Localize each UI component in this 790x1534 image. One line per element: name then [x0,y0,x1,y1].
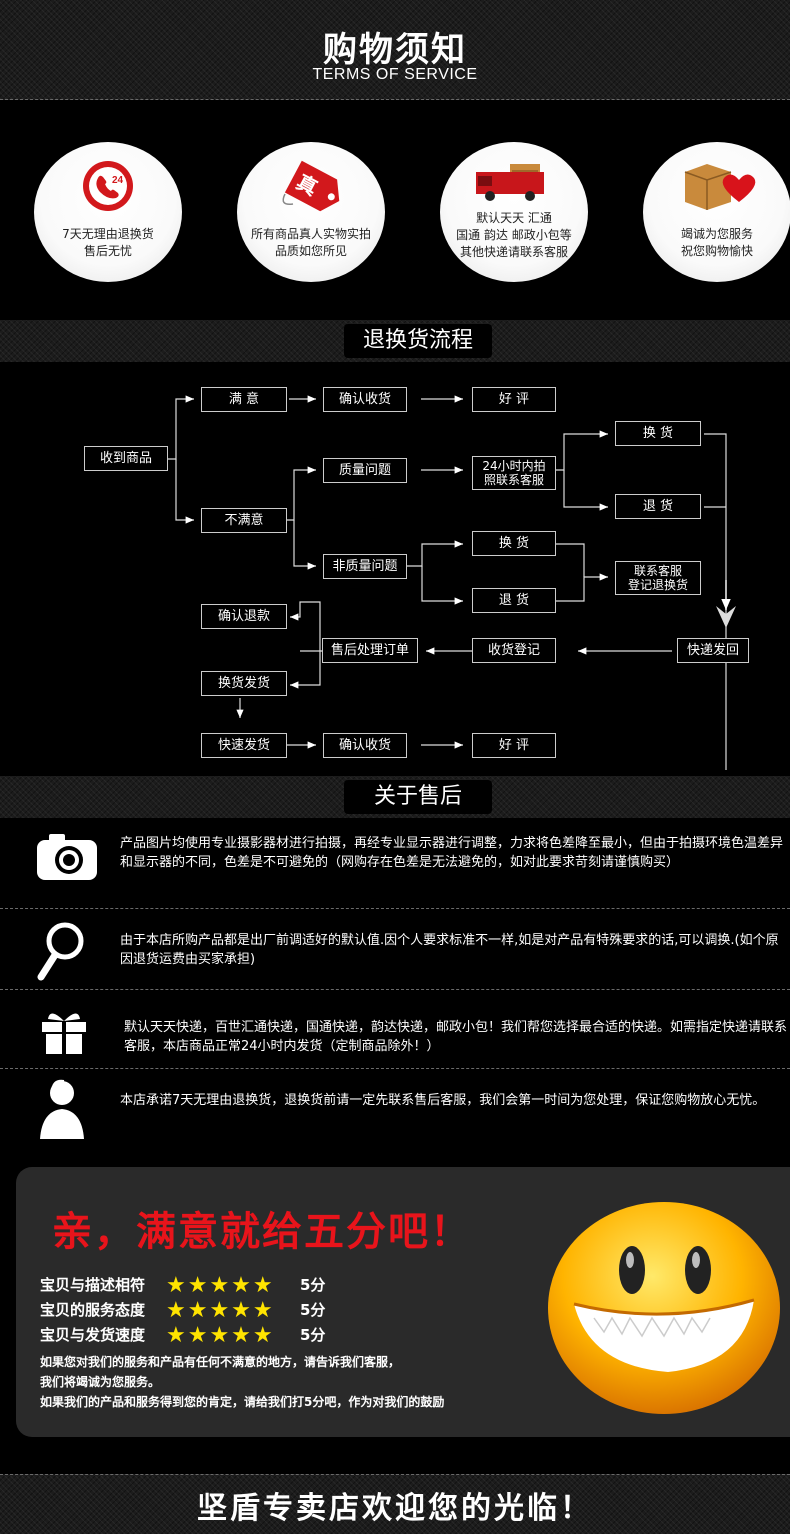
flowchart-connectors [168,395,736,770]
aftersale-text: 本店承诺7天无理由退换货，退换货前请一定先联系售后客服，我们会第一时间为您处理，… [120,1093,766,1108]
flow-node-after-sale-order: 售后处理订单 [322,638,418,663]
star-rating: ★★★★★ [166,1298,275,1323]
flow-node-fast-ship: 快速发货 [201,733,287,758]
flow-node-exchange: 换 货 [615,421,701,446]
rating-note: 我们将竭诚为您服务。 [40,1375,161,1389]
feature-text-2: 祝您购物愉快 [680,244,753,258]
header-banner: 购物须知 TERMS OF SERVICE [0,0,790,100]
24h-phone-icon: 24 [83,161,133,211]
feature-text-1: 竭诚为您服务 [680,227,753,241]
feature-real-photos: 真 所有商品真人实物实拍 品质如您所见 [237,142,385,282]
footer-welcome-text: 坚盾专卖店欢迎您的光临！ [197,1491,593,1526]
flow-node-receive: 收到商品 [84,446,168,471]
flow-node-exchange-2: 换 货 [472,531,556,556]
feature-text-2: 国通 韵达 邮政小包等 [456,228,572,242]
feature-text-3: 其他快递请联系客服 [459,245,568,259]
rating-label: 宝贝的服务态度 [40,1301,146,1319]
rating-score: 5分 [300,1301,326,1319]
flow-node-contact-24h: 24小时内拍 照联系客服 [472,456,556,490]
flow-node-refund-2: 退 货 [472,588,556,613]
feature-text-1: 7天无理由退换货 [62,227,154,241]
returns-section-bar: 退换货流程 [0,320,790,362]
rating-note: 如果我们的产品和服务得到您的肯定，请给我们打5分吧，作为对我们的鼓励 [40,1395,445,1409]
aftersale-section-title: 关于售后 [344,780,492,814]
feature-text-1: 所有商品真人实物实拍 [250,227,371,241]
rating-note: 如果您对我们的服务和产品有任何不满意的地方，请告诉我们客服， [40,1355,401,1369]
smiley-face-icon [548,1202,780,1414]
aftersale-item-calibration: 由于本店所购产品都是出厂前调适好的默认值.因个人要求标准不一样,如是对产品有特殊… [0,909,790,989]
flow-node-contact-24h-line2: 照联系客服 [483,473,544,487]
rating-title: 亲，满意就给五分吧！ [52,1208,472,1255]
flow-node-unsatisfied: 不满意 [201,508,287,533]
flow-node-contact-cs: 联系客服 登记退换货 [615,561,701,595]
feature-text-2: 售后无忧 [83,244,132,258]
delivery-truck-icon [476,164,544,201]
rating-score: 5分 [300,1326,326,1344]
divider [0,908,790,909]
rating-label: 宝贝与发货速度 [40,1326,146,1344]
flow-node-exchange-ship: 换货发货 [201,671,287,696]
camera-icon [37,834,97,880]
rating-row: 宝贝的服务态度 ★★★★★ 5分 [40,1298,325,1323]
aftersale-text: 默认天天快递，百世汇通快递，国通快递，韵达快递，邮政小包！我们帮您选择最合适的快… [124,1020,788,1054]
svg-text:24: 24 [112,175,124,186]
aftersale-item-color: 产品图片均使用专业摄影器材进行拍摄，再经专业显示器进行调整，力求将色差降至最小，… [0,818,790,908]
rating-label: 宝贝与描述相符 [40,1276,146,1294]
divider [0,1068,790,1069]
flow-node-contact-24h-line1: 24小时内拍 [482,459,546,473]
flow-node-confirm-refund: 确认退款 [201,604,287,629]
flow-node-contact-cs-line2: 登记退换货 [627,578,688,592]
aftersale-item-shipping: 默认天天快递，百世汇通快递，国通快递，韵达快递，邮政小包！我们帮您选择最合适的快… [0,990,790,1068]
returns-flowchart: 收到商品 满 意 确认收货 好 评 不满意 质量问题 24小时内拍 照联系客服 … [0,370,790,770]
star-rating: ★★★★★ [166,1273,275,1298]
flow-node-good-review: 好 评 [472,387,556,412]
flow-node-express-return: 快递发回 [677,638,749,663]
flow-node-non-quality-issue: 非质量问题 [323,554,407,579]
returns-section-title: 退换货流程 [344,324,492,358]
flow-node-contact-cs-line1: 联系客服 [633,564,682,578]
flow-node-confirm-receipt-2: 确认收货 [323,733,407,758]
box-heart-icon [684,164,756,210]
aftersale-item-promise: 本店承诺7天无理由退换货，退换货前请一定先联系售后客服，我们会第一时间为您处理，… [0,1069,790,1149]
flow-node-satisfied: 满 意 [201,387,287,412]
aftersale-section-bar: 关于售后 [0,776,790,818]
feature-shipping: 默认天天 汇通 国通 韵达 邮政小包等 其他快递请联系客服 [440,142,588,282]
flow-node-confirm-receipt: 确认收货 [323,387,407,412]
star-rating: ★★★★★ [166,1323,275,1348]
flow-node-refund: 退 货 [615,494,701,519]
feature-service: 竭诚为您服务 祝您购物愉快 [643,142,790,282]
divider [0,989,790,990]
page-title: 购物须知 [323,30,467,70]
feature-text-1: 默认天天 汇通 [476,211,552,225]
rating-row: 宝贝与描述相符 ★★★★★ 5分 [40,1273,325,1298]
price-tag-icon: 真 [282,160,340,212]
page-subtitle: TERMS OF SERVICE [312,66,478,83]
customer-service-icon [40,1079,84,1139]
aftersale-text: 产品图片均使用专业摄影器材进行拍摄，再经专业显示器进行调整，力求将色差降至最小，… [120,836,784,870]
feature-text-2: 品质如您所见 [274,244,347,258]
feature-returns: 24 7天无理由退换货 售后无忧 [34,142,182,282]
flow-node-quality-issue: 质量问题 [323,458,407,483]
flow-node-good-review-2: 好 评 [472,733,556,758]
gift-icon [42,1013,86,1054]
flow-node-receipt-register: 收货登记 [472,638,556,663]
rating-score: 5分 [300,1276,326,1294]
rating-row: 宝贝与发货速度 ★★★★★ 5分 [40,1323,325,1348]
magnifier-icon [37,922,84,981]
aftersale-text: 由于本店所购产品都是出厂前调适好的默认值.因个人要求标准不一样,如是对产品有特殊… [120,933,779,967]
footer-banner: 坚盾专卖店欢迎您的光临！ [0,1474,790,1534]
